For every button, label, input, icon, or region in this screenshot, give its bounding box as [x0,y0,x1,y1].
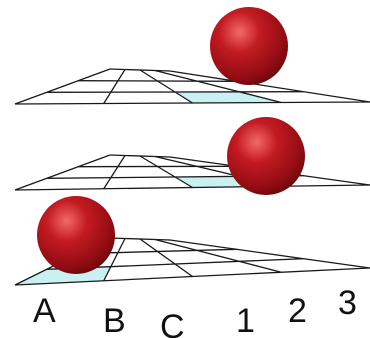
grid-line [109,68,171,72]
grid-line [169,239,370,269]
row-label-c: C [160,308,185,338]
col-label-3: 3 [338,284,357,322]
column-labels: 1 2 3 [236,284,357,338]
grid-line [154,238,282,273]
grid-line [139,69,193,104]
grid-layer-bottom [14,196,370,286]
grid-layer-top [14,7,370,105]
grid-line [139,155,193,189]
sphere [227,117,305,195]
grid-line [103,238,126,282]
grid-line [154,69,282,104]
grid-line [46,91,304,93]
row-label-a: A [33,292,56,330]
grid-layer-middle [14,117,370,195]
sphere [37,196,115,274]
grid-line [14,101,370,105]
grid-line [139,238,193,278]
grid-line [14,68,111,105]
grid-line [169,70,370,103]
col-label-2: 2 [288,292,307,330]
highlighted-cell [175,91,282,103]
row-label-b: B [103,302,126,338]
grid-line [78,80,237,82]
col-label-1: 1 [236,302,255,338]
grid-line [14,154,111,191]
grid-line [109,154,171,158]
row-labels: A B C [33,292,185,338]
grid-line [109,237,171,241]
sphere [210,7,288,85]
grid-line [14,267,370,286]
grid-line [103,155,126,190]
grid-line [14,184,370,191]
grid-line [103,69,126,104]
